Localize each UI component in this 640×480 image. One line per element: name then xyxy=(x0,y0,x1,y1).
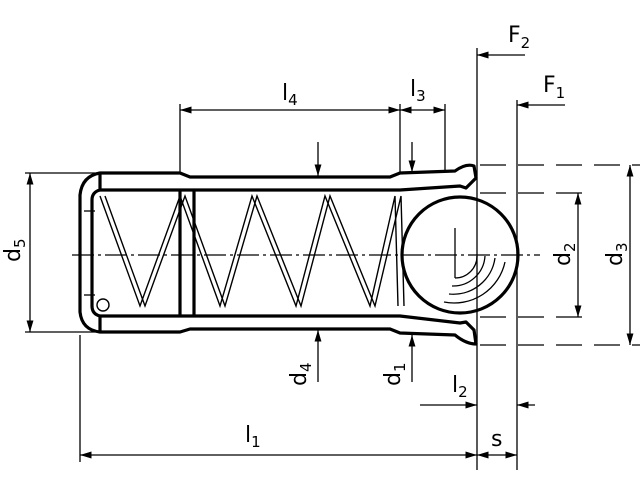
label-d2: d2 xyxy=(551,242,579,266)
label-d3: d3 xyxy=(603,242,631,266)
extension-lines xyxy=(25,48,640,470)
label-F1: F1 xyxy=(543,73,565,102)
label-F2: F2 xyxy=(508,23,530,52)
label-d4: d4 xyxy=(287,362,315,386)
label-l3: l3 xyxy=(410,77,426,105)
label-l4: l4 xyxy=(282,81,298,109)
label-d1: d1 xyxy=(381,362,409,386)
label-l2: l2 xyxy=(452,373,468,401)
label-d5: d5 xyxy=(1,238,29,262)
label-s: s xyxy=(491,427,502,452)
label-l1: l1 xyxy=(245,423,261,451)
spring xyxy=(99,193,399,309)
dimension-lines xyxy=(26,51,634,459)
sleeve-housing xyxy=(78,163,478,346)
